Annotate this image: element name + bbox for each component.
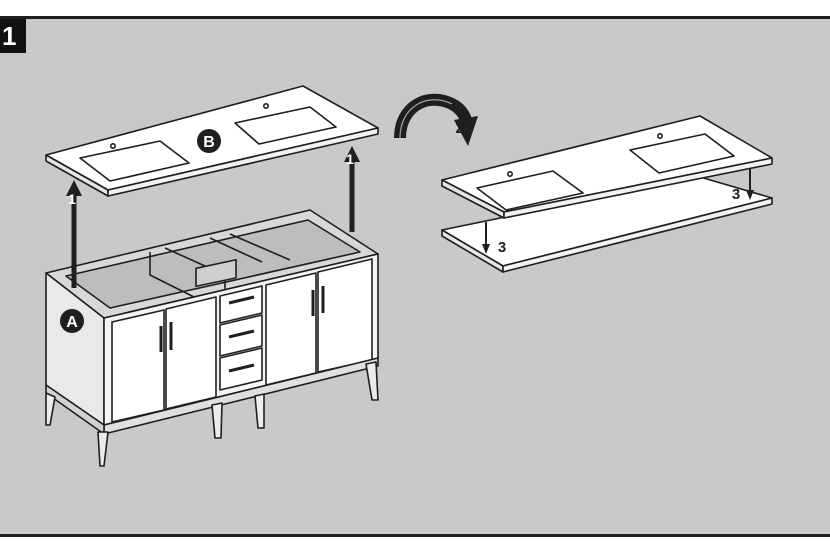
lower-step-right: 3 (732, 186, 740, 203)
countertop-sink-left (79, 140, 190, 182)
lift-step-right: 1 (346, 151, 354, 167)
flipped-sink-left (476, 170, 584, 211)
door-right-inner (265, 272, 317, 386)
faucet-hole-left (110, 143, 117, 150)
leg-front-left (97, 431, 109, 467)
part-label-b: B (197, 129, 221, 153)
vanity-cabinet-a (45, 209, 379, 467)
lift-arrow-left (66, 180, 82, 288)
leg-front-right (365, 361, 379, 401)
flip-arrow (394, 93, 478, 146)
lower-arrow-right (746, 168, 754, 200)
support-panel (441, 176, 773, 273)
leg-mid-left (211, 402, 223, 439)
lift-arrow-right (344, 146, 360, 232)
lift-step-left: 1 (68, 191, 76, 207)
part-label-a-text: A (66, 314, 78, 331)
door-right-outer (317, 258, 373, 373)
flipped-sink-right (629, 133, 735, 174)
lower-step-left: 3 (498, 239, 506, 256)
countertop-sink-right (234, 106, 337, 145)
door-left-inner (165, 296, 217, 410)
flip-step-label: 2 (456, 120, 465, 137)
part-label-a: A (60, 309, 84, 333)
faucet-hole-right (262, 103, 269, 110)
leg-mid-right (254, 393, 265, 429)
leg-back-left (45, 392, 56, 426)
drawer-top (219, 285, 263, 324)
step-number-badge: 1 (0, 19, 26, 53)
part-label-b-text: B (203, 134, 215, 151)
lower-arrow-left (482, 222, 490, 254)
countertop-b-flipped (441, 115, 773, 219)
door-left-outer (111, 309, 165, 423)
